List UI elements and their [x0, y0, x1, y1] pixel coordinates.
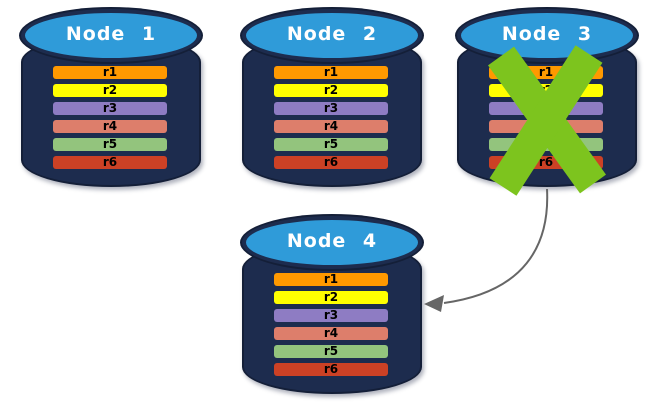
node-2-replica-rows: r1 r2 r3 r4 r5 r6 — [274, 66, 388, 174]
node-1-label: Node 1 — [65, 23, 157, 45]
migration-arrow — [424, 188, 549, 312]
node-4-cylinder-top — [242, 216, 422, 269]
node-2-cylinder-top — [242, 9, 422, 62]
replica-row: r1 — [489, 66, 603, 79]
replica-row: r2 — [274, 84, 388, 97]
node-1-cylinder-top — [21, 9, 201, 62]
replica-row: r5 — [489, 138, 603, 151]
replica-row: r2 — [53, 84, 167, 97]
replica-row: r3 — [53, 102, 167, 115]
replica-row: r1 — [53, 66, 167, 79]
replica-row: r3 — [274, 102, 388, 115]
replica-row: r5 — [274, 138, 388, 151]
replica-row: r5 — [274, 345, 388, 358]
node-1-replica-rows: r1 r2 r3 r4 r5 r6 — [53, 66, 167, 174]
replica-row: r4 — [274, 327, 388, 340]
replica-row: r3 — [274, 309, 388, 322]
node-1-cylinder: Node 1 r1 r2 r3 r4 r5 r6 — [21, 9, 201, 187]
node-3-replica-rows: r1 r2 r3 r4 r5 r6 — [489, 66, 603, 174]
replica-row: r6 — [274, 156, 388, 169]
node-3-label: Node 3 — [501, 23, 593, 45]
replica-row: r3 — [489, 102, 603, 115]
node-2-label: Node 2 — [286, 23, 378, 45]
replica-row: r6 — [53, 156, 167, 169]
replica-row: r2 — [274, 291, 388, 304]
replica-row: r1 — [274, 66, 388, 79]
replica-row: r2 — [489, 84, 603, 97]
replica-row: r5 — [53, 138, 167, 151]
replica-row: r4 — [274, 120, 388, 133]
replica-row: r6 — [274, 363, 388, 376]
replica-row: r1 — [274, 273, 388, 286]
replica-row: r4 — [53, 120, 167, 133]
node-3-cylinder: Node 3 r1 r2 r3 r4 r5 r6 — [457, 9, 637, 187]
node-2-cylinder: Node 2 r1 r2 r3 r4 r5 r6 — [242, 9, 422, 187]
node-4-label: Node 4 — [286, 230, 378, 252]
node-4-cylinder: Node 4 r1 r2 r3 r4 r5 r6 — [242, 216, 422, 394]
replica-row: r6 — [489, 156, 603, 169]
node-4-replica-rows: r1 r2 r3 r4 r5 r6 — [274, 273, 388, 381]
replica-row: r4 — [489, 120, 603, 133]
